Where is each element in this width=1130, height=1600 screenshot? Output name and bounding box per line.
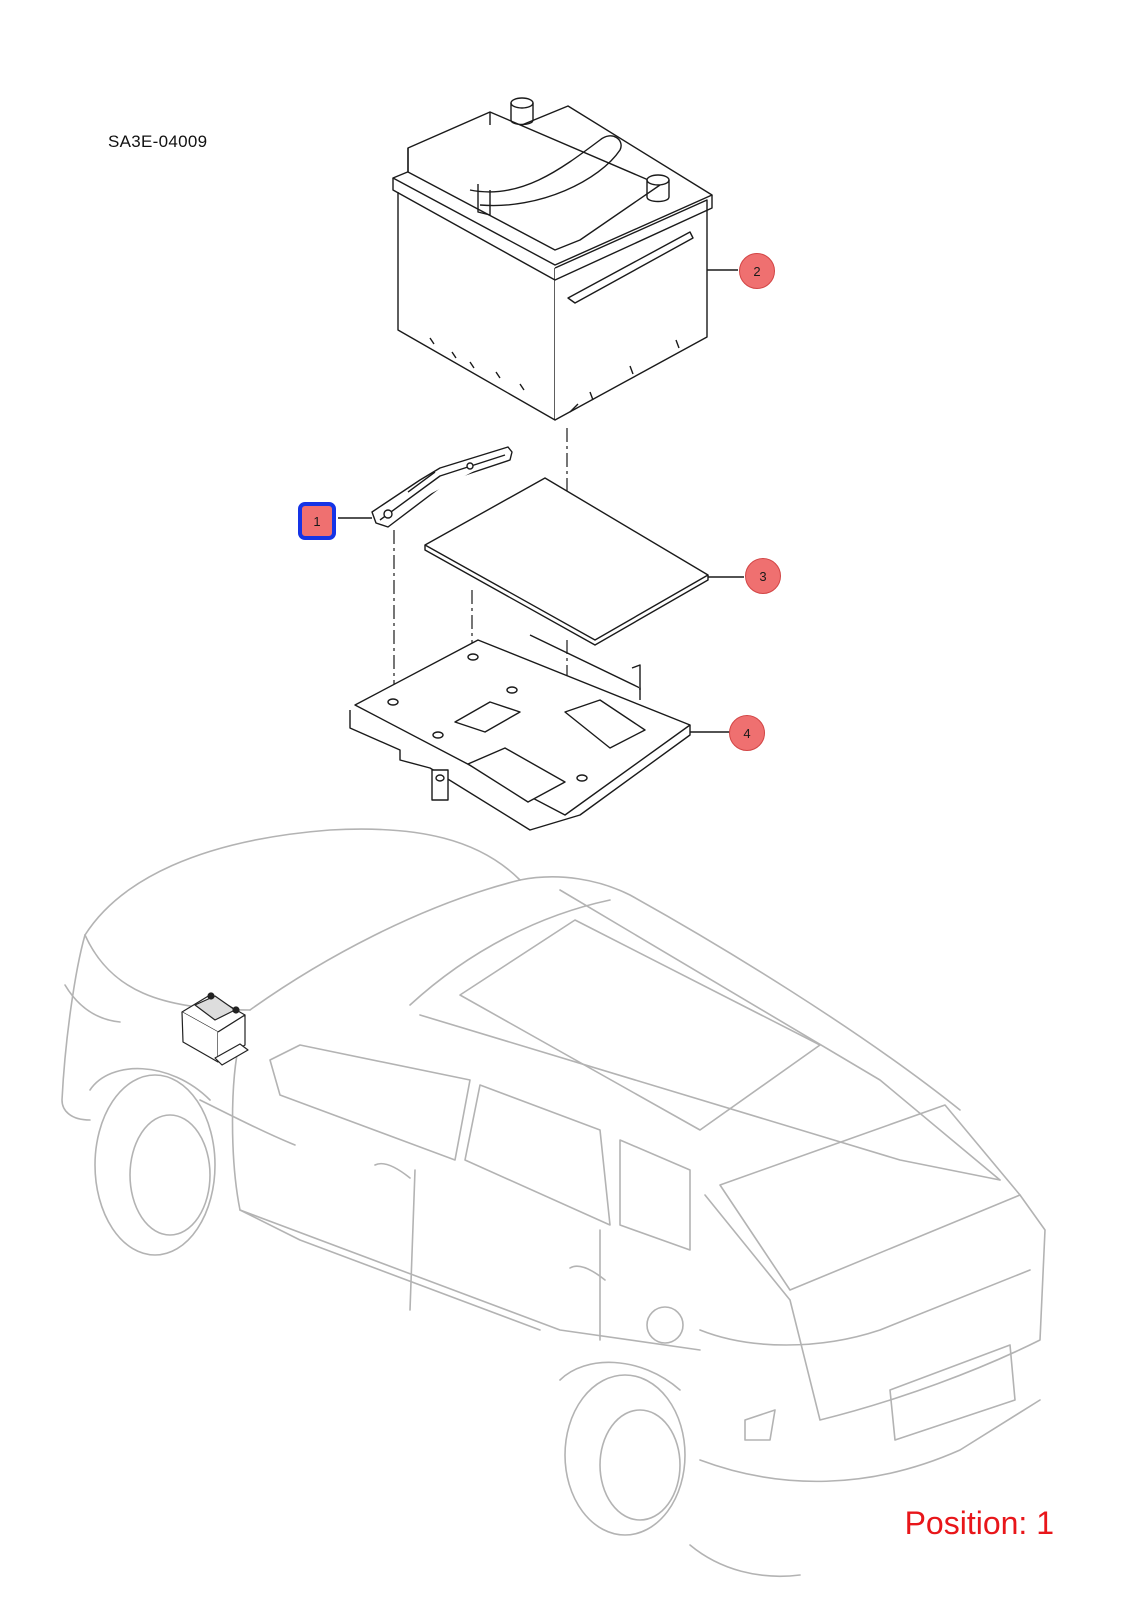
diagram-code: SA3E-04009 [108, 132, 208, 151]
callout-1[interactable]: 1 [298, 502, 336, 540]
hold-down-clamp-icon [338, 446, 513, 528]
suv-vehicle-icon [61, 828, 1046, 1578]
callout-4[interactable]: 4 [729, 715, 765, 751]
callout-3[interactable]: 3 [745, 558, 781, 594]
callout-2[interactable]: 2 [739, 253, 775, 289]
mini-battery-icon [181, 992, 249, 1066]
insulation-pad-icon [424, 477, 744, 646]
position-indicator: Position: 1 [904, 1505, 1054, 1541]
battery-icon [392, 97, 738, 421]
battery-tray-icon [349, 634, 730, 831]
